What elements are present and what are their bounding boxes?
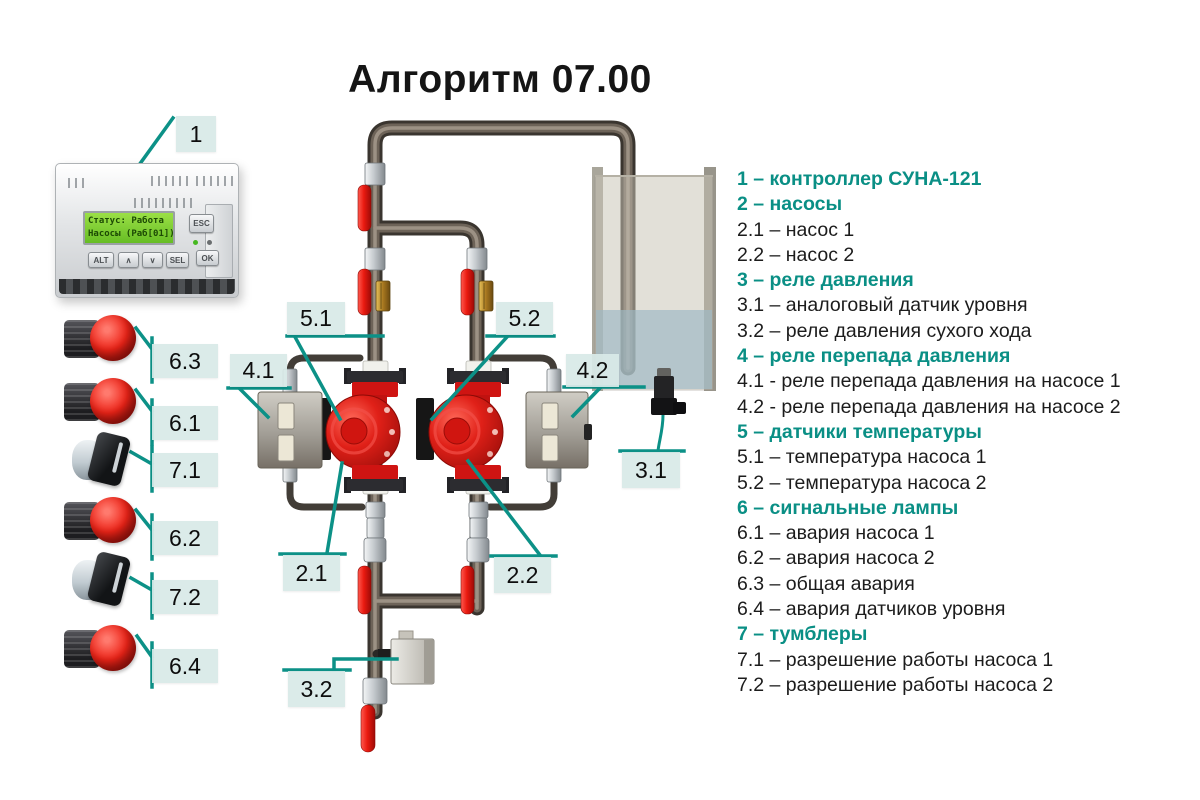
callout-temp-pump1: 5.1 (287, 302, 345, 335)
terminal-strip (134, 198, 194, 208)
terminal-strip (68, 178, 84, 188)
legend-item: 6 – сигнальные лампы (737, 496, 959, 519)
callout-pump2: 2.2 (494, 557, 551, 593)
callout-lamp-pump2: 6.2 (152, 521, 218, 555)
controller-lcd: Статус: Работа Насосы (Раб[01]) (83, 211, 175, 245)
callout-temp-pump2: 5.2 (496, 302, 553, 335)
legend: 1 – контроллер СУНА-121 2 – насосы 2.1 –… (737, 167, 1121, 698)
lcd-line-1: Статус: Работа (88, 216, 164, 226)
callout-controller: 1 (176, 116, 216, 152)
lamp-level-sensor-alarm (90, 625, 136, 671)
callout-connectors (128, 115, 686, 689)
callout-lamp-common: 6.3 (152, 344, 218, 378)
lamp-pump1-alarm (90, 378, 136, 424)
pump-1 (313, 368, 406, 493)
arrow-down-button: ∨ (142, 252, 163, 268)
legend-item: 2 – насосы (737, 193, 843, 216)
callout-toggle-pump1: 7.1 (152, 453, 218, 487)
arrow-up-button: ∧ (118, 252, 139, 268)
lamp-pump2-alarm (90, 497, 136, 543)
dry-run-relay (378, 630, 435, 685)
water-tank (592, 167, 716, 391)
level-sensor (651, 368, 686, 452)
legend-item: 6.4 – авария датчиков уровня (737, 598, 1006, 621)
din-terminals (59, 279, 235, 294)
legend-item: 5 – датчики температуры (737, 420, 982, 443)
legend-item: 7.1 – разрешение работы насоса 1 (737, 648, 1054, 671)
legend-item: 3.2 – реле давления сухого хода (737, 319, 1032, 342)
legend-item: 6.3 – общая авария (737, 572, 915, 595)
callout-lamp-pump1: 6.1 (152, 406, 218, 440)
pressure-diff-relay-1 (257, 368, 323, 483)
sel-button: SEL (166, 252, 189, 268)
callout-diff-relay1: 4.1 (230, 354, 287, 387)
terminal-strip (196, 176, 234, 186)
lcd-line-2: Насосы (Раб[01]) (88, 229, 175, 239)
legend-item: 6.1 – авария насоса 1 (737, 522, 935, 545)
legend-item: 5.1 – температура насоса 1 (737, 446, 987, 469)
status-led-alarm (207, 240, 212, 245)
esc-button: ESC (189, 214, 214, 233)
callout-toggle-pump2: 7.2 (152, 580, 218, 614)
legend-item: 4.2 - реле перепада давления на насосе 2 (737, 395, 1121, 418)
lamp-common-alarm (90, 315, 136, 361)
page-title: Алгоритм 07.00 (348, 58, 652, 101)
sensor-wire (656, 414, 665, 452)
legend-item: 7.2 – разрешение работы насоса 2 (737, 673, 1054, 696)
legend-item: 1 – контроллер СУНА-121 (737, 168, 982, 190)
pump-2 (416, 368, 509, 493)
legend-item: 3.1 – аналоговый датчик уровня (737, 294, 1028, 317)
callout-diff-relay2: 4.2 (566, 354, 619, 387)
callout-pump1: 2.1 (283, 555, 340, 591)
ok-button: OK (196, 250, 219, 266)
legend-item: 3 – реле давления (737, 269, 914, 292)
status-led-work (193, 240, 198, 245)
legend-item: 6.2 – авария насоса 2 (737, 547, 935, 570)
terminal-strip (151, 176, 189, 186)
legend-item: 5.2 – температура насоса 2 (737, 471, 987, 494)
valve-handles (357, 184, 475, 753)
controller-suna-121: Статус: Работа Насосы (Раб[01]) ESC ALT … (55, 163, 239, 298)
legend-item: 4 – реле перепада давления (737, 345, 1011, 368)
legend-item: 2.1 – насос 1 (737, 218, 855, 241)
pressure-diff-relay-2 (525, 368, 592, 483)
legend-item: 7 – тумблеры (737, 623, 868, 646)
callout-level-sensor: 3.1 (622, 452, 680, 488)
legend-item: 2.2 – насос 2 (737, 243, 855, 266)
legend-item: 4.1 - реле перепада давления на насосе 1 (737, 370, 1121, 393)
callout-dryrun-relay: 3.2 (288, 671, 345, 707)
temperature-sensor-wells (375, 280, 494, 312)
callout-lamp-level: 6.4 (152, 649, 218, 683)
alt-button: ALT (88, 252, 114, 268)
